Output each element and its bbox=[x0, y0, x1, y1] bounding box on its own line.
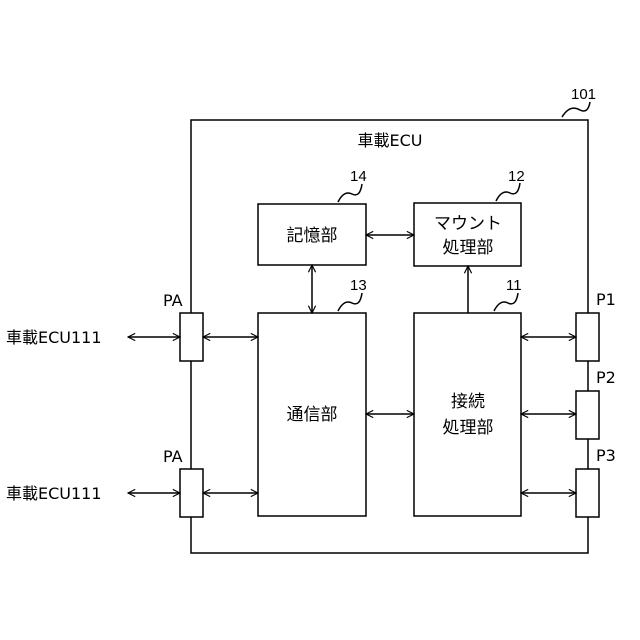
external-ecu-top-label: 車載ECU111 bbox=[6, 328, 102, 347]
external-ecu-bottom-label: 車載ECU111 bbox=[6, 484, 102, 503]
port-p1-label: P1 bbox=[596, 290, 616, 309]
port-pa-bottom-label: PA bbox=[163, 447, 183, 466]
ref-label-13: 13 bbox=[350, 277, 367, 294]
ecu-title: 車載ECU bbox=[358, 131, 423, 150]
mount-label-line1: マウント bbox=[434, 214, 502, 234]
port-pa-top-label: PA bbox=[163, 291, 183, 310]
ref-label-11: 11 bbox=[506, 277, 522, 294]
port-p1 bbox=[576, 313, 599, 361]
port-pa-top bbox=[180, 313, 203, 361]
mount-label-line2: 処理部 bbox=[443, 238, 494, 258]
ref-leader-101 bbox=[562, 102, 590, 117]
port-p2-label: P2 bbox=[596, 368, 616, 387]
communication-label: 通信部 bbox=[287, 405, 338, 425]
port-p2 bbox=[576, 391, 599, 439]
port-pa-bottom bbox=[180, 469, 203, 517]
ref-label-12: 12 bbox=[508, 168, 525, 185]
port-p3 bbox=[576, 469, 599, 517]
ref-label-14: 14 bbox=[350, 168, 367, 185]
connection-label-line1: 接続 bbox=[451, 392, 485, 412]
connection-processing-block bbox=[414, 313, 521, 516]
connection-label-line2: 処理部 bbox=[443, 418, 494, 438]
memory-label: 記憶部 bbox=[287, 226, 338, 246]
ref-label-101: 101 bbox=[571, 86, 596, 103]
port-p3-label: P3 bbox=[596, 446, 616, 465]
